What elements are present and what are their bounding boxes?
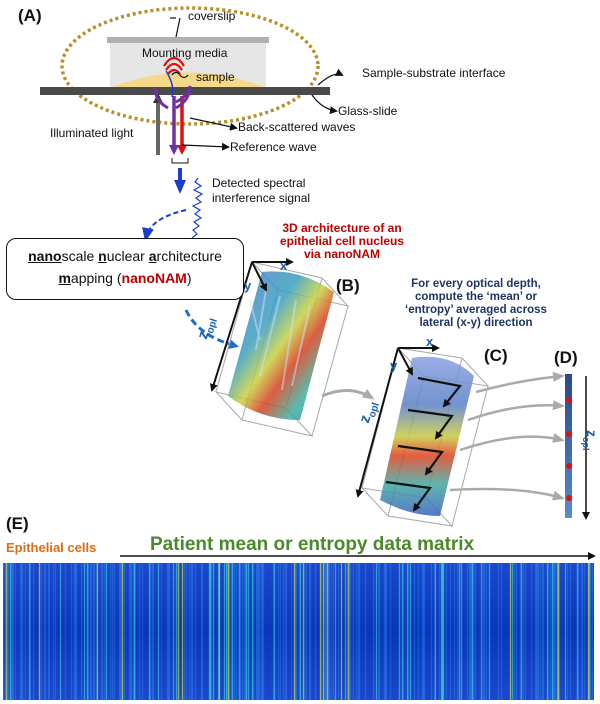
caption-c: For every optical depth, compute the ‘me… xyxy=(405,278,547,329)
label-sample: sample xyxy=(196,70,235,84)
axis-label-y-b: y xyxy=(244,278,252,293)
panel-label-e: (E) xyxy=(6,514,29,533)
panel-label-b: (B) xyxy=(336,276,360,295)
label-mounting-media: Mounting media xyxy=(142,46,228,60)
spectral-signal xyxy=(191,177,204,239)
label-reference-wave: Reference wave xyxy=(230,140,317,154)
depth-slices xyxy=(385,376,462,512)
axis-y-b xyxy=(251,261,267,292)
axis-z-c xyxy=(355,347,399,498)
gray-arrows-c-to-d xyxy=(449,371,565,501)
panel-label-d: (D) xyxy=(554,348,578,367)
nanonam-method-box: nanoscale nuclear architecture mapping (… xyxy=(6,238,244,300)
coverslip xyxy=(107,37,269,43)
glass-slide xyxy=(40,87,330,95)
panel-label-c: (C) xyxy=(484,346,508,365)
panel-c-drawing xyxy=(355,344,565,527)
depth-profile-bar xyxy=(565,374,572,518)
label-backscattered: Back-scattered waves xyxy=(238,120,356,134)
method-line-1: nanoscale nuclear architecture xyxy=(28,248,222,264)
label-detected-1: Detected spectral xyxy=(212,176,306,190)
dashed-curve xyxy=(142,209,187,242)
caption-b: 3D architecture of an epithelial cell nu… xyxy=(279,221,405,261)
panel-b-drawing xyxy=(184,258,375,437)
label-detected-2: interference signal xyxy=(212,191,311,205)
axis-label-x-c: x xyxy=(426,334,434,349)
axis-label-x-b: x xyxy=(280,258,288,273)
panel-d-drawing xyxy=(565,374,590,520)
heatmap-data-matrix xyxy=(3,563,594,700)
column-label-data-matrix: Patient mean or entropy data matrix xyxy=(150,534,475,555)
scatter-arcs xyxy=(163,56,185,75)
label-interface: Sample-substrate interface xyxy=(362,66,506,80)
cell-nucleus-b xyxy=(228,271,334,420)
gray-arrow-b-to-c xyxy=(321,388,375,400)
zoom-ellipse xyxy=(60,6,320,126)
sample-layer xyxy=(112,72,264,87)
axis-y-c xyxy=(397,347,413,376)
row-label-epithelial-cells: Epithelial cells xyxy=(6,540,97,555)
label-illuminated-light: Illuminated light xyxy=(50,126,134,140)
axis-z-b xyxy=(209,261,253,392)
label-glass-slide: Glass-slide xyxy=(338,104,398,118)
method-line-2: mapping (nanoNAM) xyxy=(58,270,192,286)
axis-label-y-c: y xyxy=(390,358,398,373)
label-coverslip: coverslip xyxy=(188,9,236,23)
axis-label-z-d: zopl xyxy=(581,430,600,451)
panel-a-drawing xyxy=(40,6,344,242)
panel-label-a: (A) xyxy=(18,6,42,25)
